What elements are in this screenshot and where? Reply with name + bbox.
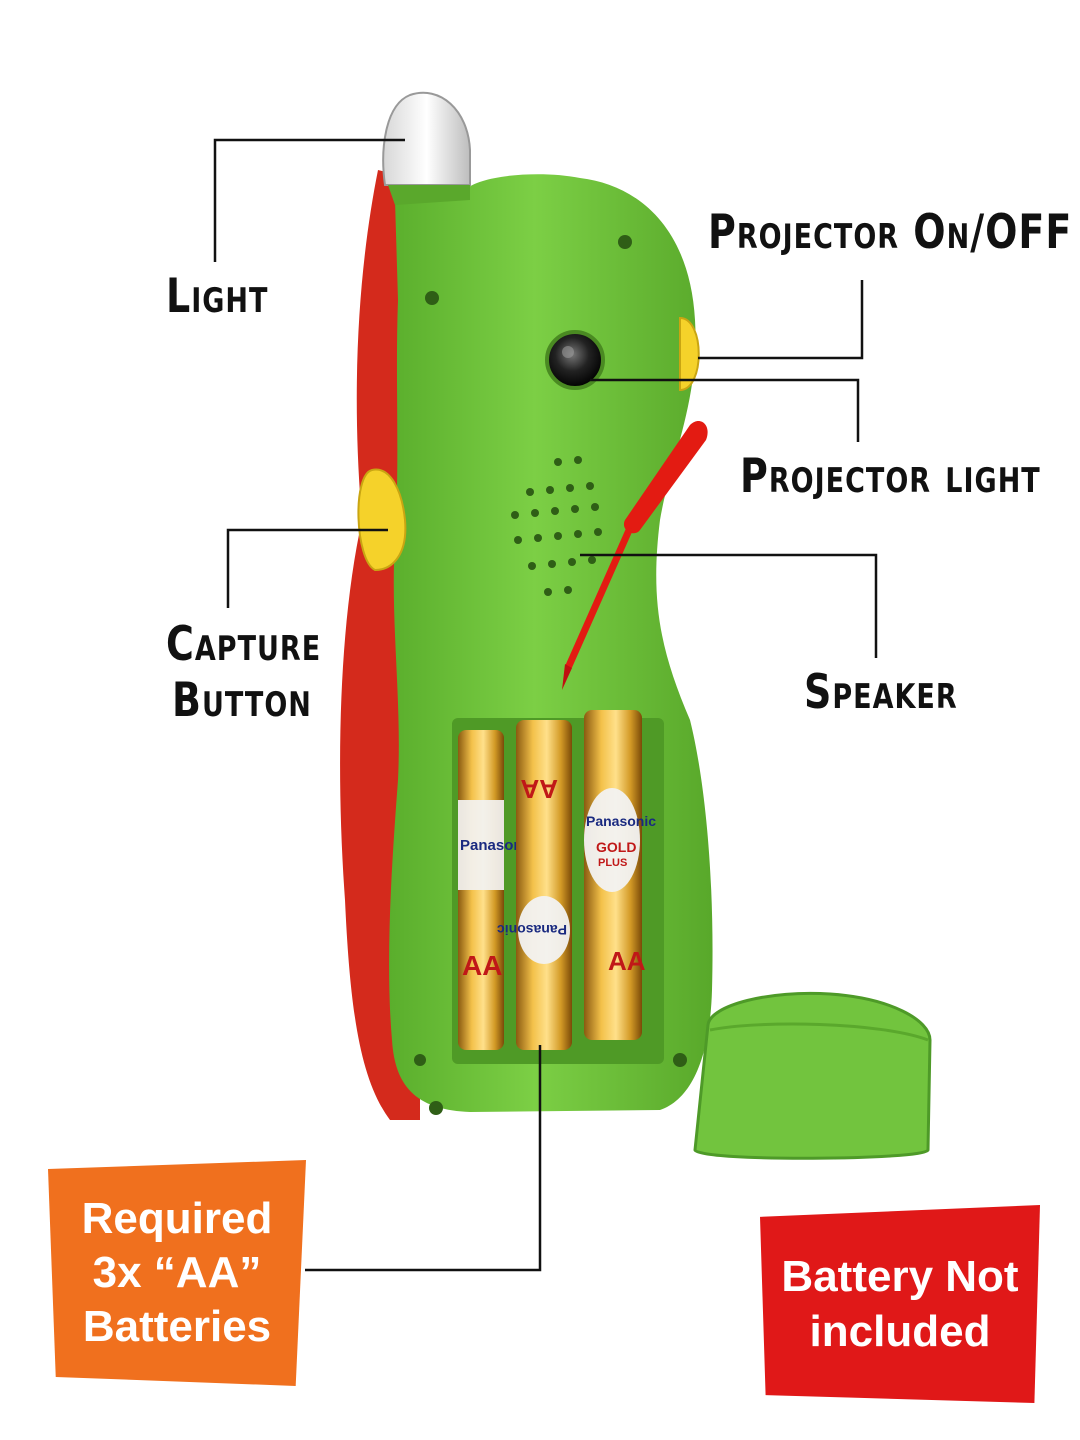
capture-callout: [226, 528, 388, 608]
capture-label-line2: Button: [172, 672, 312, 728]
battery-line2: included: [809, 1307, 991, 1356]
speaker-callout: [580, 553, 878, 658]
callout-lines: [213, 138, 878, 1272]
svg-text:AA: AA: [608, 946, 646, 976]
svg-text:AA: AA: [520, 774, 558, 804]
battery-not-included-badge: Battery Not included: [760, 1205, 1040, 1403]
speaker-grille: [511, 456, 602, 596]
svg-text:Panasonic: Panasonic: [586, 813, 656, 829]
light-bulb: [382, 91, 471, 186]
battery-cover: [693, 991, 932, 1160]
svg-text:Panasonic: Panasonic: [497, 922, 567, 938]
required-line1: Required: [81, 1194, 273, 1244]
projector-light-label: Projector light: [740, 448, 1041, 504]
capture-button-shape: [357, 468, 407, 572]
capture-label-line1: Capture: [166, 616, 322, 672]
required-line2: 3x “AA”: [92, 1248, 262, 1298]
svg-text:GOLD: GOLD: [596, 839, 636, 855]
battery-middle: Panasonic AA: [497, 720, 572, 1050]
svg-text:AA: AA: [462, 950, 502, 981]
battery-left: Panasonic AA: [458, 730, 535, 1050]
screwdriver: [562, 420, 708, 690]
required-batteries-badge: Required 3x “AA” Batteries: [48, 1160, 306, 1386]
svg-text:PLUS: PLUS: [598, 857, 627, 869]
projector-lens: [545, 330, 605, 390]
light-label: Light: [166, 268, 269, 324]
projector-light-callout: [590, 378, 860, 442]
batteries-callout: [305, 1045, 542, 1272]
projector-switch-callout: [698, 280, 864, 360]
projector-on-off-label: Projector On/OFF: [708, 204, 1073, 260]
light-callout: [213, 138, 405, 262]
speaker-label: Speaker: [804, 664, 958, 720]
battery-line1: Battery Not: [781, 1252, 1019, 1301]
battery-right: Panasonic GOLD PLUS AA: [584, 710, 656, 1040]
required-line3: Batteries: [82, 1301, 272, 1351]
